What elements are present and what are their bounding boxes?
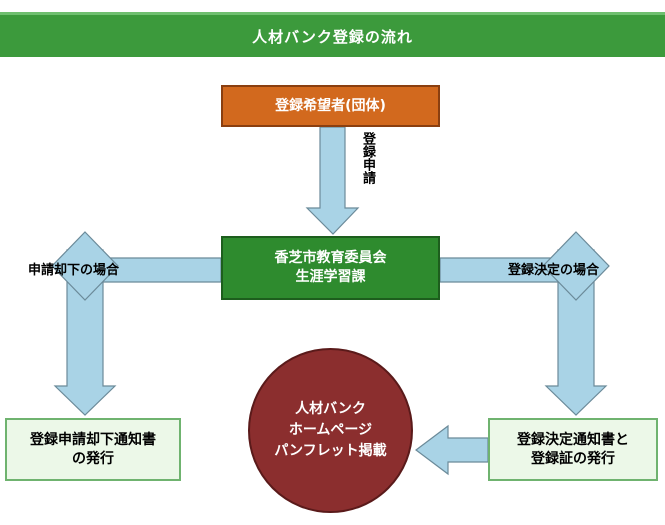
reject-notice-line1: 登録申請却下通知書 xyxy=(30,431,156,448)
publish-line3: パンフレット掲載 xyxy=(274,443,387,459)
approve-notice-line2: 登録証の発行 xyxy=(531,450,615,467)
arrow-application xyxy=(305,126,360,235)
arrow-rejected-diamond xyxy=(51,231,119,301)
committee-label-line2: 生涯学習課 xyxy=(295,269,366,285)
arrow-publish xyxy=(415,424,489,476)
committee-label-line1: 香芝市教育委員会 xyxy=(274,250,387,267)
publish-circle: 人材バンク ホームページ パンフレット掲載 xyxy=(248,348,413,513)
publish-line1: 人材バンク xyxy=(295,401,366,417)
publish-line2: ホームページ xyxy=(288,422,373,438)
application-edge-label: 登録申請 xyxy=(360,132,375,184)
approved-edge-label: 登録決定の場合 xyxy=(508,263,600,278)
reject-notice-line2: の発行 xyxy=(72,450,114,467)
page-title: 人材バンク登録の流れ xyxy=(0,12,665,57)
applicant-box: 登録希望者(団体) xyxy=(221,85,440,127)
arrow-approved-diamond xyxy=(542,231,610,301)
applicant-label: 登録希望者(団体) xyxy=(275,97,386,114)
approve-notice-box: 登録決定通知書と 登録証の発行 xyxy=(488,418,658,481)
reject-notice-box: 登録申請却下通知書 の発行 xyxy=(5,418,181,481)
committee-box: 香芝市教育委員会 生涯学習課 xyxy=(221,236,440,300)
approve-notice-line1: 登録決定通知書と xyxy=(517,431,629,448)
rejected-edge-label: 申請却下の場合 xyxy=(28,263,120,278)
